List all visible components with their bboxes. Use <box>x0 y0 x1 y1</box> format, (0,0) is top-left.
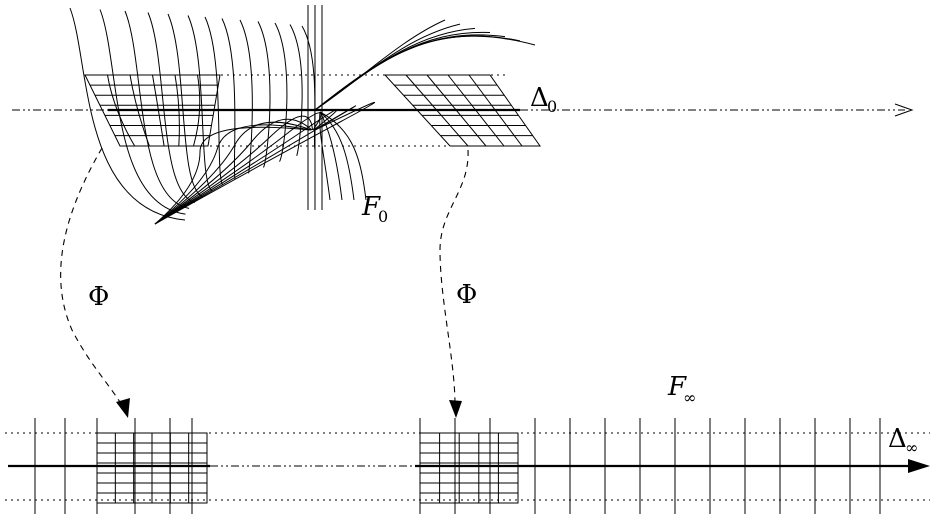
foliation-0-leaf <box>274 22 288 162</box>
top-right-grid <box>383 74 541 147</box>
foliation-0-leaf <box>99 9 186 215</box>
foliation-0-leaf <box>154 115 313 225</box>
grid-line <box>193 74 201 147</box>
foliation-0-leaf <box>314 27 476 111</box>
foliation-0-leaf <box>319 111 343 201</box>
svg-text:0: 0 <box>547 97 557 116</box>
foliation-0-leaf <box>239 19 253 174</box>
foliation-0-leaf <box>314 35 536 111</box>
delta-inf-arrowhead <box>908 459 930 473</box>
foliation-0-leaf <box>154 126 311 225</box>
top-foliation <box>12 5 914 225</box>
svg-text:Δ: Δ <box>888 424 907 454</box>
foliation-0-leaf <box>69 7 186 221</box>
bottom-left-grid <box>96 432 208 504</box>
foliation-0-leaf <box>314 23 461 111</box>
foliation-0-leaf <box>154 124 311 225</box>
foliation-0-leaf <box>154 108 338 225</box>
grid-line <box>468 74 523 147</box>
foliation-0-leaf <box>147 12 196 203</box>
svg-text:0: 0 <box>378 207 388 226</box>
phi-left-label: Φ <box>88 282 109 312</box>
grid-line <box>405 74 469 147</box>
bottom-foliation <box>5 418 930 514</box>
grid-line <box>107 74 136 147</box>
svg-text:F: F <box>667 372 687 402</box>
svg-text:∞: ∞ <box>905 438 918 457</box>
foliation-0-leaf <box>289 24 303 156</box>
svg-text:F: F <box>361 192 381 222</box>
foliation-0-leaf <box>187 15 213 192</box>
bottom-right-grid <box>419 432 519 504</box>
phi-right-arrowhead <box>449 400 462 418</box>
phi-left-arrowhead <box>116 398 130 418</box>
foliation-inf-label: F ∞ <box>667 372 696 407</box>
foliation-0-leaf <box>167 13 203 198</box>
delta-inf-label: Δ ∞ <box>888 424 918 457</box>
foliation-0-label: F 0 <box>361 192 388 226</box>
delta-0-arrowhead <box>894 103 914 117</box>
grid-line <box>129 74 150 147</box>
grid-line <box>174 74 180 147</box>
grid-line <box>447 74 505 147</box>
top-left-grid <box>84 74 221 147</box>
delta-0-label: Δ 0 <box>530 83 557 116</box>
foliation-0-leaf <box>319 111 355 201</box>
foliation-0-leaf <box>154 101 375 225</box>
phi-left-arrow <box>60 147 124 408</box>
svg-text:∞: ∞ <box>683 388 696 407</box>
foliation-0-leaf <box>257 21 271 168</box>
foliation-0-leaf <box>314 35 521 111</box>
grid-line <box>152 74 165 147</box>
foliation-0-leaves <box>69 5 536 225</box>
phi-right-label: Φ <box>456 280 477 310</box>
svg-text:Δ: Δ <box>530 83 549 113</box>
grid-line <box>426 74 487 147</box>
foliation-0-leaf <box>154 121 312 225</box>
foliation-0-leaf <box>319 111 331 201</box>
foliation-0-leaf <box>124 10 190 209</box>
foliation-0-leaf <box>319 111 367 201</box>
foliation-0-leaf <box>204 16 224 186</box>
foliation-0-leaf <box>314 31 491 111</box>
phi-maps <box>60 147 469 418</box>
phi-right-arrow <box>439 149 469 406</box>
